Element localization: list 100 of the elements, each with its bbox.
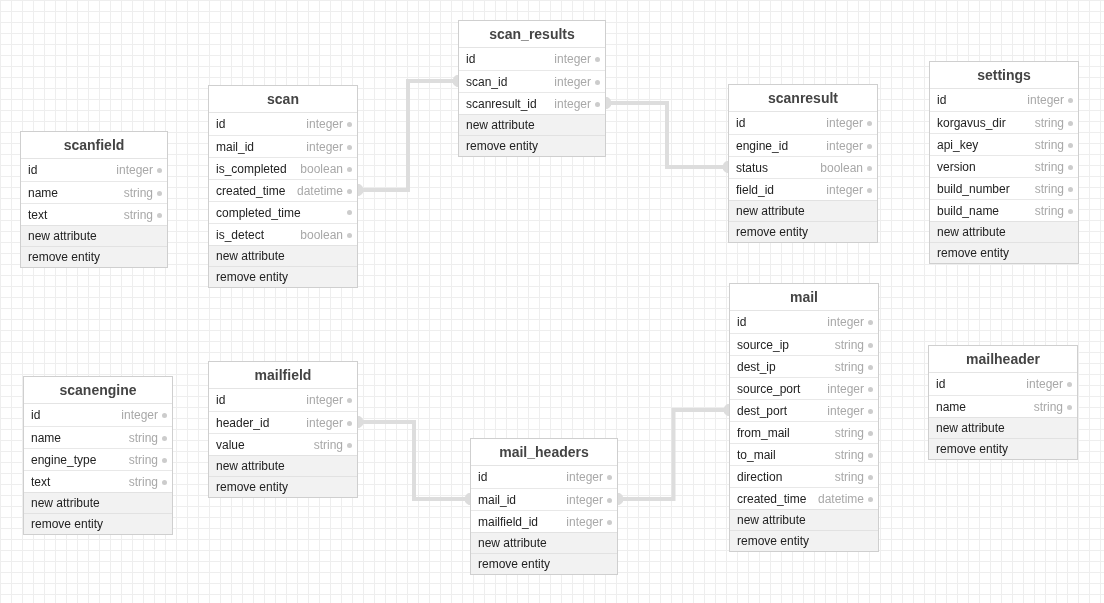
attribute-type: integer	[827, 403, 873, 418]
attribute-type: string	[1033, 399, 1072, 414]
attribute-row	[930, 177, 1078, 199]
entity-table	[208, 361, 358, 498]
attribute-type: integer	[566, 470, 612, 484]
attribute-type: string	[123, 207, 162, 222]
attribute-type: string	[1034, 159, 1073, 174]
attribute-name: dest_ip	[737, 359, 776, 374]
attribute-row	[24, 448, 172, 470]
attribute-name: is_detect	[216, 227, 265, 242]
attribute-type: integer	[826, 138, 872, 153]
attribute-type: integer	[566, 492, 612, 507]
add-attribute-button: new attribute	[929, 417, 1077, 438]
attribute-name: version	[937, 159, 976, 174]
attribute-row	[24, 470, 172, 492]
remove-entity-button: remove entity	[459, 135, 605, 156]
remove-entity-button: remove entity	[209, 476, 357, 497]
attribute-row	[730, 443, 878, 465]
attribute-name: id	[31, 408, 41, 422]
attribute-row	[730, 333, 878, 355]
add-attribute-button: new attribute	[209, 245, 357, 266]
attribute-type: integer	[827, 315, 873, 329]
attribute-name: source_ip	[737, 337, 790, 352]
attribute-name: completed_time	[216, 205, 301, 220]
attribute-name: engine_type	[31, 452, 97, 467]
attribute-type: datetime	[817, 491, 873, 506]
attribute-name: scan_id	[466, 74, 508, 89]
attribute-name: id	[478, 470, 488, 484]
attribute-type: string	[313, 437, 352, 452]
attribute-type: string	[834, 469, 873, 484]
attribute-name: name	[28, 185, 59, 200]
entity-table	[208, 85, 358, 288]
remove-entity-button: remove entity	[471, 553, 617, 574]
attribute-name: status	[736, 160, 768, 175]
attribute-row	[209, 157, 357, 179]
attribute-name: build_name	[937, 203, 1000, 218]
remove-entity-button: remove entity	[209, 266, 357, 287]
attribute-type: integer	[306, 117, 352, 131]
add-attribute-button: new attribute	[930, 221, 1078, 242]
attribute-type: integer	[826, 182, 872, 197]
attribute-name: created_time	[737, 491, 807, 506]
attribute-name: mailfield_id	[478, 514, 539, 529]
attribute-name: korgavus_dir	[937, 115, 1006, 130]
attribute-type: string	[834, 447, 873, 462]
attribute-row	[459, 92, 605, 114]
attribute-type: integer	[306, 415, 352, 430]
attribute-row	[471, 510, 617, 532]
attribute-row	[930, 133, 1078, 155]
entity-table	[458, 20, 606, 157]
add-attribute-button: new attribute	[471, 532, 617, 553]
attribute-row	[209, 223, 357, 245]
attribute-row	[730, 421, 878, 443]
attribute-name: dest_port	[737, 403, 788, 418]
attribute-row	[209, 433, 357, 455]
attribute-type: boolean	[300, 227, 352, 242]
entity-table	[470, 438, 618, 575]
attribute-name: from_mail	[737, 425, 790, 440]
attribute-row	[930, 155, 1078, 177]
attribute-name: source_port	[737, 381, 801, 396]
attribute-type: string	[1034, 181, 1073, 196]
attribute-type: datetime	[296, 183, 352, 198]
remove-entity-button: remove entity	[729, 221, 877, 242]
attribute-name: id	[937, 93, 947, 107]
attribute-name: mail_id	[478, 492, 516, 507]
attribute-row	[21, 181, 167, 203]
attribute-row	[209, 179, 357, 201]
attribute-row	[209, 135, 357, 157]
attribute-name: text	[28, 207, 48, 222]
attribute-type: integer	[566, 514, 612, 529]
attribute-row	[929, 395, 1077, 417]
attribute-type: boolean	[820, 160, 872, 175]
add-attribute-button: new attribute	[459, 114, 605, 135]
add-attribute-button: new attribute	[21, 225, 167, 246]
attribute-name: id	[466, 52, 476, 66]
entity-table	[729, 283, 879, 552]
attribute-name: id	[28, 163, 38, 177]
attribute-name: header_id	[216, 415, 270, 430]
attribute-type: integer	[306, 393, 352, 407]
attribute-row	[209, 411, 357, 433]
add-attribute-button: new attribute	[24, 492, 172, 513]
attribute-type: integer	[121, 408, 167, 422]
attribute-type: integer	[306, 139, 352, 154]
attribute-type: integer	[554, 96, 600, 111]
attribute-type: boolean	[300, 161, 352, 176]
attribute-type: string	[128, 452, 167, 467]
attribute-name: direction	[737, 469, 783, 484]
entity-table	[929, 61, 1079, 264]
attribute-name: api_key	[937, 137, 979, 152]
attribute-name: scanresult_id	[466, 96, 537, 111]
attribute-name: id	[216, 117, 226, 131]
attribute-row	[730, 487, 878, 509]
attribute-row	[471, 488, 617, 510]
attribute-row	[729, 178, 877, 200]
attribute-type: string	[128, 430, 167, 445]
attribute-name: value	[216, 437, 245, 452]
attribute-type: integer	[1027, 93, 1073, 107]
remove-entity-button: remove entity	[24, 513, 172, 534]
attribute-name: name	[936, 399, 967, 414]
remove-entity-button: remove entity	[21, 246, 167, 267]
attribute-name: created_time	[216, 183, 286, 198]
